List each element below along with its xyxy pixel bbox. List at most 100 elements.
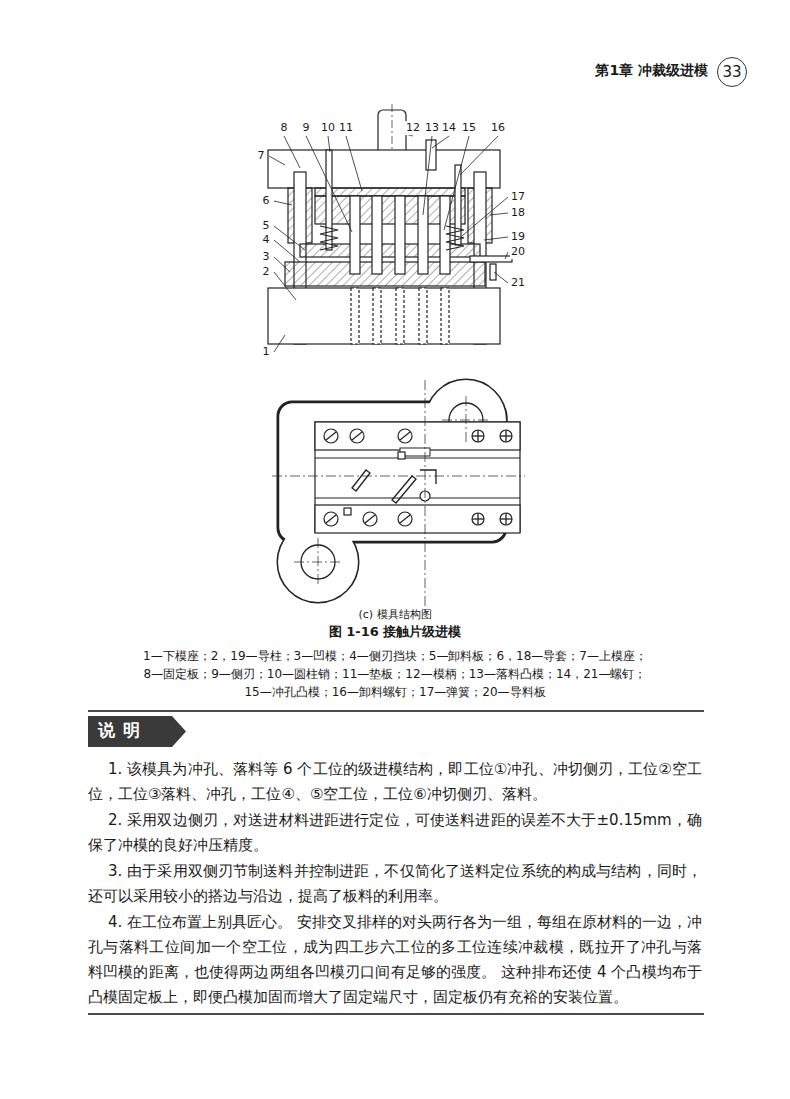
callout-number: 3 [262, 250, 271, 264]
section-badge: 说明 [88, 716, 186, 747]
die-section [395, 196, 405, 274]
figure-caption: 图 1-16 接触片级进模 [195, 624, 595, 640]
callout-number: 5 [262, 219, 271, 233]
plan-view [500, 435, 512, 436]
plan-view [398, 512, 412, 526]
die-section [372, 196, 382, 274]
leader-line [444, 136, 469, 230]
die-section [418, 196, 428, 274]
plan-view [398, 452, 405, 459]
plan-view [350, 429, 364, 443]
leader-line [274, 272, 296, 300]
rule-line [88, 710, 704, 712]
plan-view [500, 513, 512, 525]
plan-view [326, 515, 336, 523]
die-section [396, 288, 404, 344]
plan-view [272, 380, 525, 612]
leader-line [284, 136, 300, 168]
body-paragraph: 3. 由于采用双侧刃节制送料并控制进距，不仅简化了送料定位系统的构成与结构，同时… [88, 859, 702, 909]
plan-view [442, 420, 490, 421]
leader-line [494, 272, 508, 283]
callout-number: 6 [262, 194, 271, 208]
plan-view [352, 470, 370, 491]
plan-view [420, 470, 436, 484]
leader-line [484, 237, 508, 240]
plan-view [472, 518, 484, 519]
die-section [351, 288, 359, 344]
plan-view [324, 429, 338, 443]
leader-line [490, 213, 508, 215]
plan-view [326, 430, 512, 525]
plan-view [315, 458, 520, 459]
page-number: 33 [722, 63, 741, 81]
die-section [268, 104, 512, 344]
running-head: 第1章 冲裁级进模 [470, 62, 708, 80]
callout-number: 20 [510, 245, 526, 259]
plan-view [400, 515, 410, 523]
callout-number: 17 [510, 190, 526, 204]
die-section [268, 288, 500, 344]
plan-view [272, 476, 525, 477]
callout-number: 12 [405, 121, 421, 135]
plan-view [324, 429, 512, 526]
leader-line [274, 240, 300, 262]
plan-view [500, 518, 512, 519]
die-section [350, 196, 360, 274]
die-section [285, 262, 485, 286]
body-paragraph: 2. 采用双边侧刃，对送进材料进距进行定位，可使送料进距的误差不大于±0.15m… [88, 808, 702, 858]
leader-lines [269, 134, 508, 352]
parts-list: 1—下模座；2，19—导柱；3—凹模；4—侧刃挡块；5—卸料板；6，18—导套；… [60, 649, 730, 664]
callout-number: 1 [262, 345, 271, 359]
callout-number: 19 [510, 230, 526, 244]
section-title: 说明 [88, 716, 186, 742]
plan-view [315, 498, 520, 499]
plan-view [425, 380, 426, 612]
leader-line [274, 201, 292, 205]
callout-number: 21 [510, 276, 526, 290]
leader-line [274, 257, 290, 272]
plan-view [315, 422, 520, 532]
callout-number: 16 [490, 121, 506, 135]
plan-view [352, 432, 362, 440]
callout-number: 10 [320, 121, 336, 135]
plan-view [365, 515, 375, 523]
callout-number: 11 [338, 121, 354, 135]
plan-view [315, 422, 520, 450]
body-paragraph: 1. 该模具为冲孔、落料等 6 个工位的级进模结构，即工位①冲孔、冲切侧刃，工位… [88, 757, 702, 807]
die-section [320, 226, 338, 250]
body-paragraph: 4. 在工位布置上别具匠心。 安排交叉排样的对头两行各为一组，每组在原材料的一边… [88, 910, 702, 1010]
callout-number: 14 [441, 121, 457, 135]
die-section [441, 288, 449, 344]
plan-view [472, 435, 484, 436]
leader-line [462, 197, 508, 236]
die-section [315, 188, 465, 196]
parts-list: 8—固定板；9—侧刃；10—圆柱销；11—垫板；12—模柄；13—落料凸模；14… [60, 667, 730, 682]
die-section [446, 226, 464, 250]
leader-line [423, 136, 432, 215]
plan-view [472, 513, 484, 525]
leader-line [269, 156, 285, 165]
callout-number: 18 [510, 206, 526, 220]
callout-number: 7 [257, 149, 266, 163]
callout-number: 15 [461, 121, 477, 135]
page-number-circle: 33 [717, 57, 747, 87]
leader-line [432, 136, 449, 148]
plan-view [326, 432, 336, 440]
plan-view [344, 508, 351, 515]
die-section [373, 288, 381, 344]
die-section [419, 288, 427, 344]
plan-view [324, 512, 338, 526]
leader-line [460, 136, 498, 175]
leader-line [346, 136, 362, 191]
figure-label: (c) 模具结构图 [195, 608, 595, 622]
rule-line [88, 711, 704, 712]
plan-view [500, 430, 512, 442]
plan-view [400, 432, 410, 440]
leader-line [274, 226, 305, 250]
rule-line [88, 1013, 704, 1015]
plan-view [272, 380, 525, 612]
plan-view [472, 430, 484, 442]
plan-view [363, 512, 377, 526]
